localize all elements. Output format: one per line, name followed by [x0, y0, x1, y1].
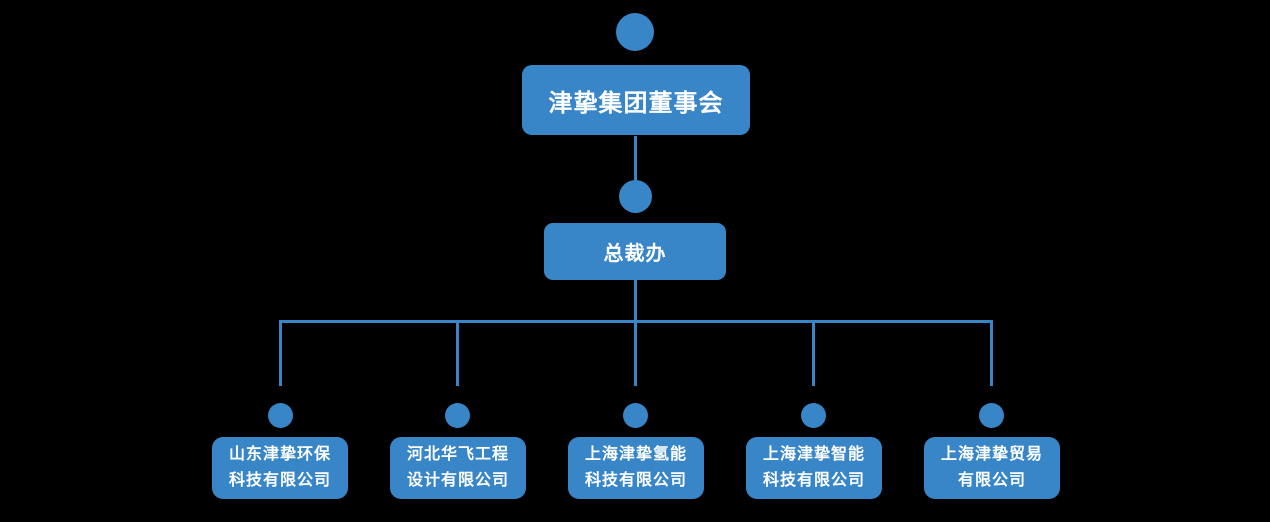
connector-drop-4: [812, 320, 815, 386]
root-node-label: 津挚集团董事会: [548, 89, 724, 117]
connector-drop-3: [634, 320, 637, 386]
middle-node-label: 总裁办: [603, 243, 667, 265]
subsidiary-label-line2: 科技有限公司: [584, 472, 687, 489]
middle-node[interactable]: 总裁办: [544, 223, 726, 280]
subsidiary-dot-3: [623, 403, 648, 428]
subsidiary-node-1[interactable]: 山东津挚环保 科技有限公司: [212, 437, 348, 499]
subsidiary-label-line1: 上海津挚智能: [762, 446, 865, 463]
connector-drop-5: [990, 320, 993, 386]
root-node[interactable]: 津挚集团董事会: [522, 65, 750, 135]
middle-connector-dot: [619, 180, 652, 213]
connector-drop-1: [279, 320, 282, 386]
subsidiary-node-3[interactable]: 上海津挚氢能 科技有限公司: [568, 437, 704, 499]
subsidiary-label-line1: 上海津挚贸易: [940, 446, 1043, 463]
subsidiary-node-2[interactable]: 河北华飞工程 设计有限公司: [390, 437, 526, 499]
subsidiary-label-line2: 有限公司: [957, 472, 1026, 489]
subsidiary-node-4[interactable]: 上海津挚智能 科技有限公司: [746, 437, 882, 499]
subsidiary-label-line2: 设计有限公司: [406, 472, 509, 489]
subsidiary-label-line2: 科技有限公司: [228, 472, 331, 489]
subsidiary-label-line1: 河北华飞工程: [406, 446, 509, 463]
subsidiary-dot-4: [801, 403, 826, 428]
subsidiary-node-5[interactable]: 上海津挚贸易 有限公司: [924, 437, 1060, 499]
connector-drop-2: [456, 320, 459, 386]
subsidiary-label-line2: 科技有限公司: [762, 472, 865, 489]
subsidiary-label-line1: 山东津挚环保: [228, 446, 331, 463]
root-connector-dot: [616, 13, 654, 51]
connector-root-to-middle: [634, 136, 637, 181]
subsidiary-dot-1: [268, 403, 293, 428]
subsidiary-label-line1: 上海津挚氢能: [584, 446, 687, 463]
connector-middle-to-rail: [634, 280, 637, 322]
subsidiary-dot-5: [979, 403, 1004, 428]
subsidiary-dot-2: [445, 403, 470, 428]
